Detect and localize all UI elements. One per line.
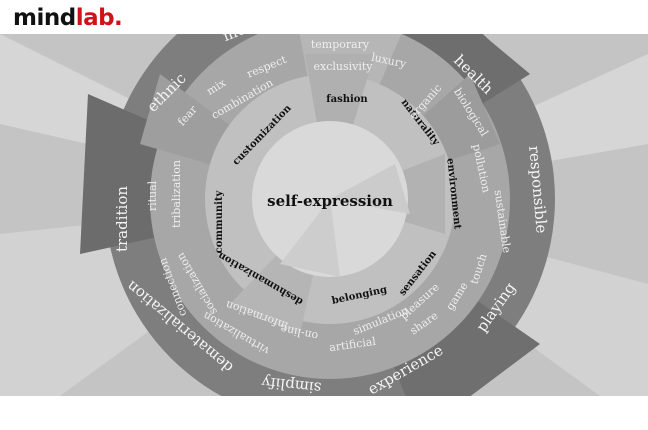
logo-text-lab: lab. xyxy=(75,5,123,31)
middle-label-exclusivity: exclusivity xyxy=(313,60,373,73)
center-label: self-expression xyxy=(267,192,393,210)
trend-wheel-diagram: self-expression fashion naturality envir… xyxy=(0,34,648,396)
footer xyxy=(0,396,648,430)
center-segment xyxy=(280,199,340,277)
outer-label-tradition: tradition xyxy=(113,186,131,252)
center-segment xyxy=(330,164,410,214)
middle-label-temporary: temporary xyxy=(311,38,370,51)
outer-label-simplify: simplify xyxy=(260,373,322,396)
logo-text-mind: mind xyxy=(13,5,76,31)
inner-label-community: community xyxy=(214,189,225,253)
inner-label-fashion: fashion xyxy=(326,94,368,105)
mindlab-logo[interactable]: mindlab. xyxy=(13,3,123,33)
middle-label-tribalization: tribalization xyxy=(170,160,183,228)
middle-label-ritual: ritual xyxy=(146,180,159,211)
diagram-stage: self-expression fashion naturality envir… xyxy=(0,34,648,396)
outer-label-me: me xyxy=(220,34,248,45)
header: mindlab. xyxy=(0,0,648,34)
